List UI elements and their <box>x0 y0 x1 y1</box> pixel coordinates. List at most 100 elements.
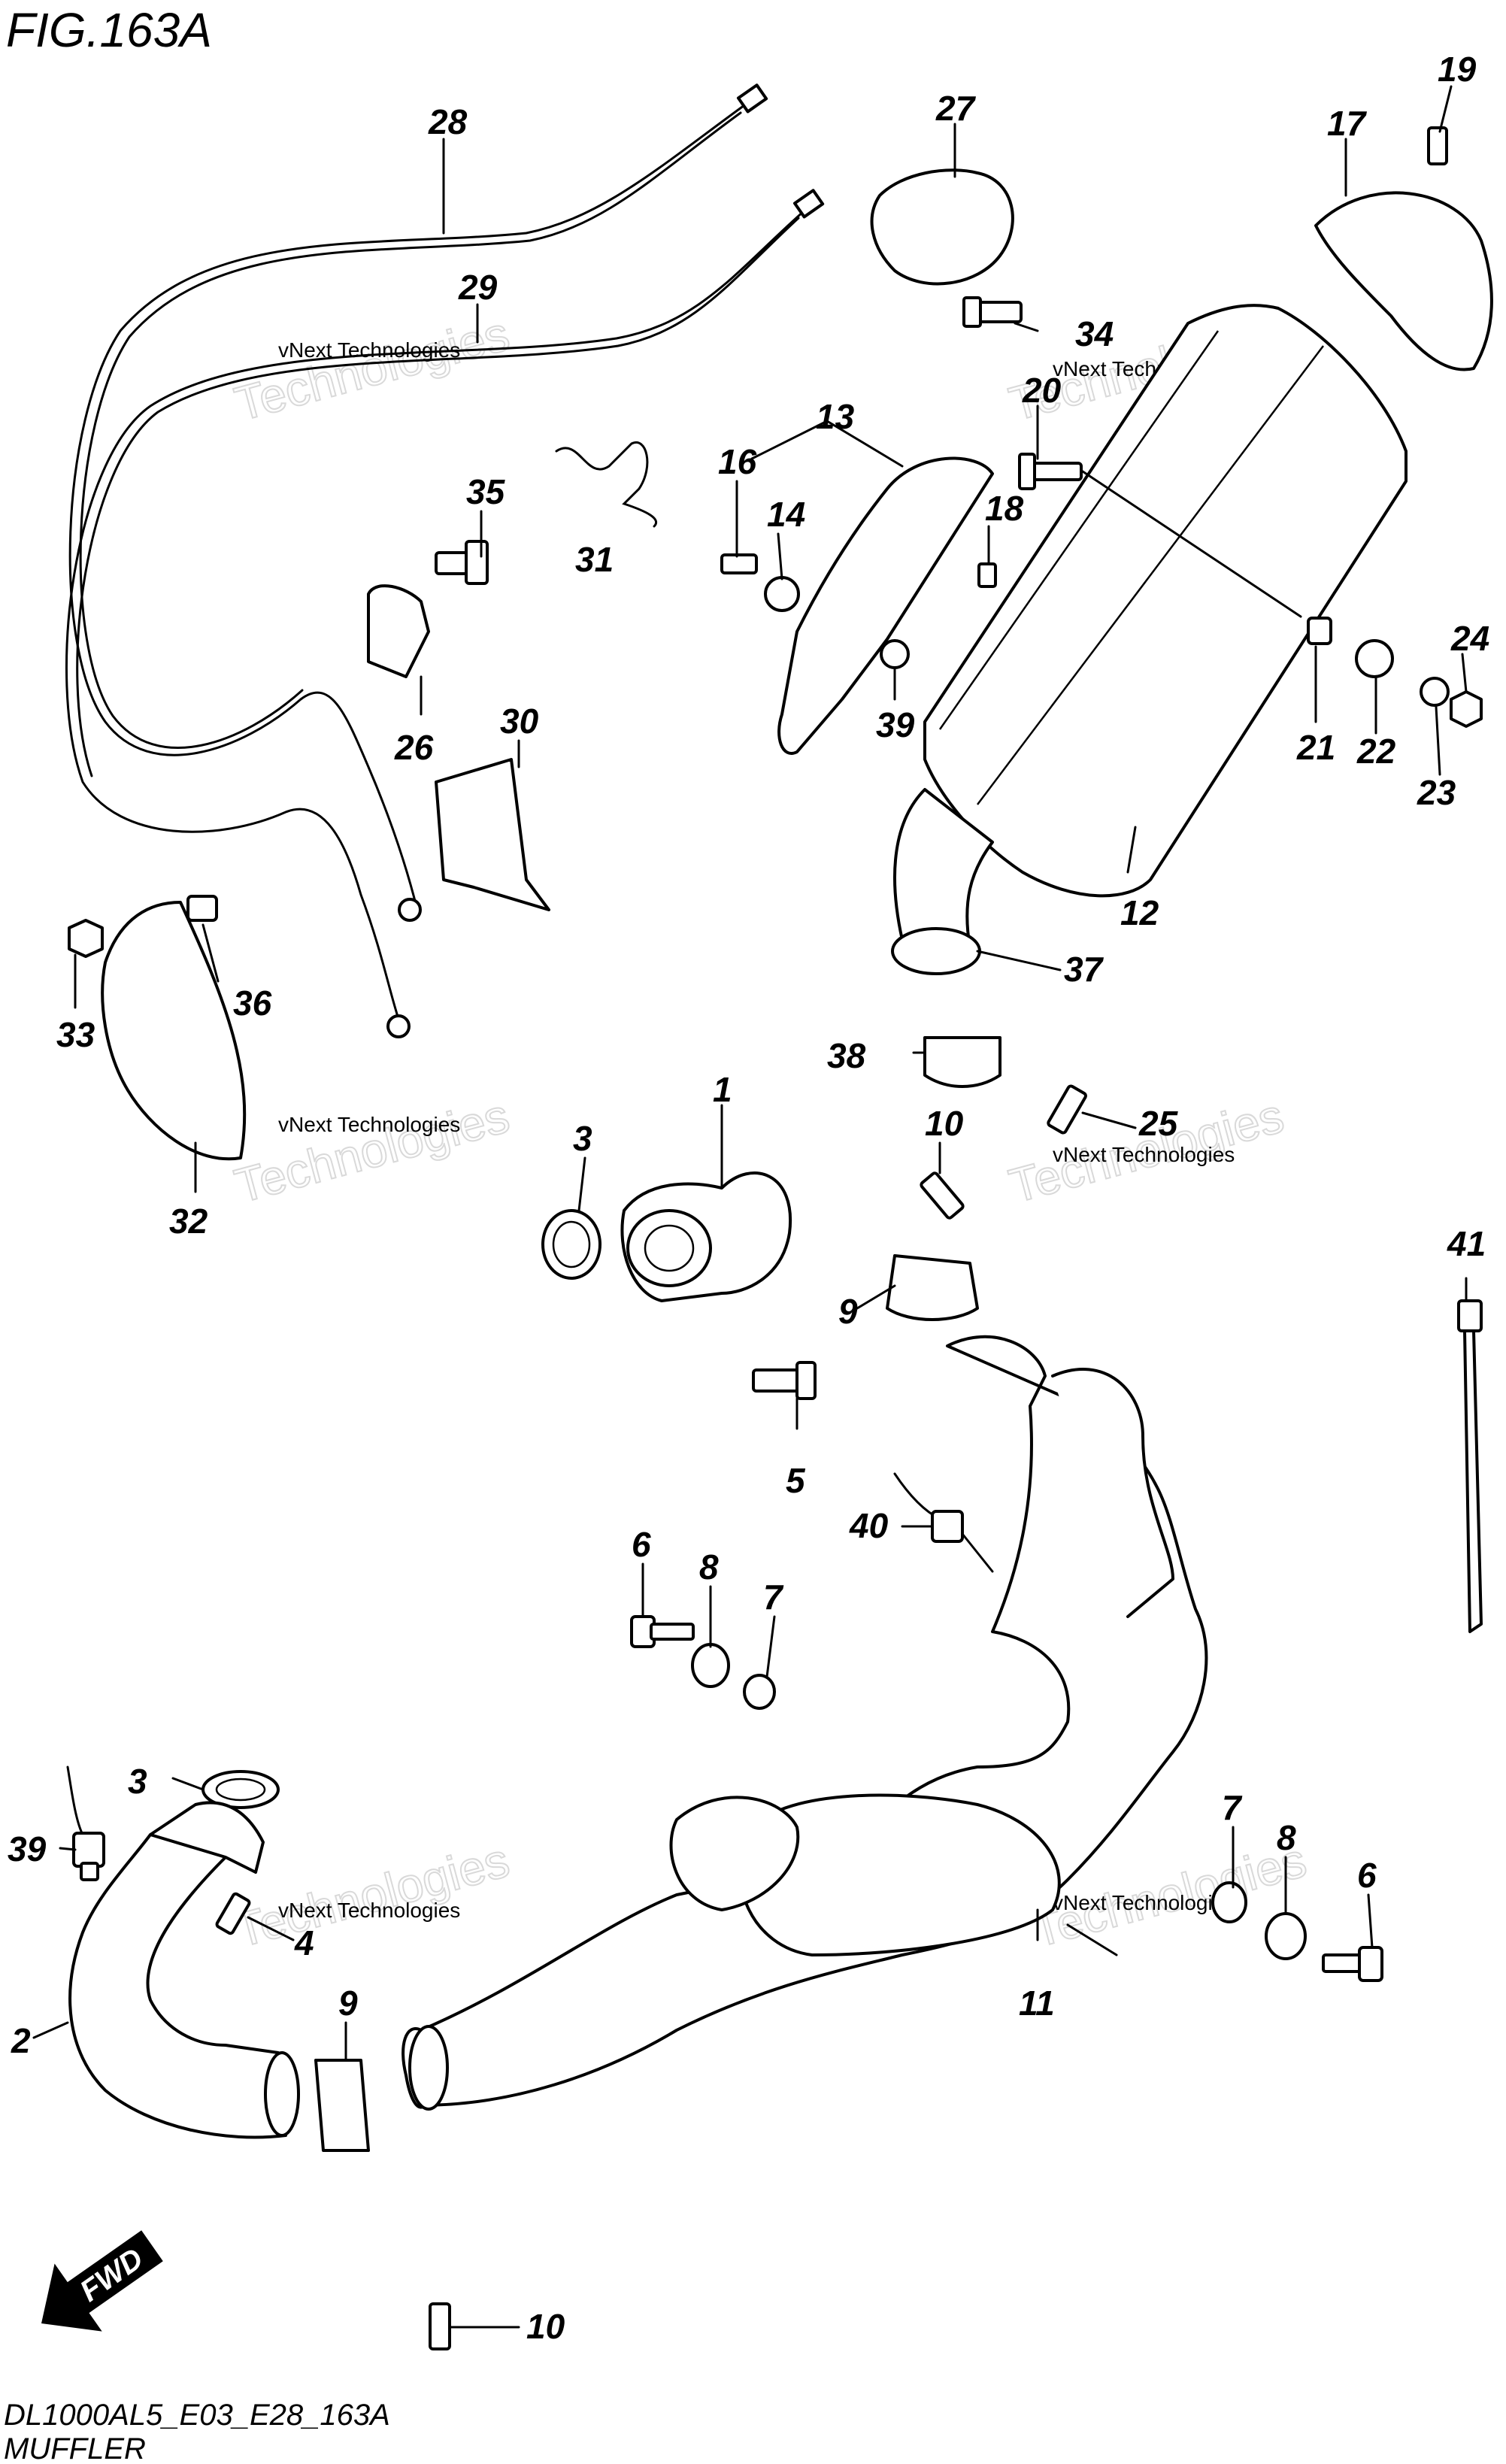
callout-32: 33 <box>56 1015 95 1054</box>
callout-7-right: 7 <box>1222 1788 1243 1827</box>
watermark-bottom-left: Technologies vNext Technologies <box>229 1832 515 1958</box>
callout-21: 22 <box>1356 732 1396 771</box>
callout-29: 30 <box>500 702 539 741</box>
callout-14: 14 <box>767 495 805 534</box>
callout-9-upper: 9 <box>838 1292 858 1331</box>
callout-6-left: 6 <box>632 1525 651 1564</box>
callout-10-lower: 10 <box>526 2307 565 2346</box>
part-11-silencer-box <box>738 1793 1061 1956</box>
callout-10-upper: 10 <box>925 1104 964 1143</box>
callout-3-upper: 3 <box>573 1119 592 1158</box>
callout-38: 39 <box>876 705 915 744</box>
part-16-end-cap <box>1314 191 1493 371</box>
callout-labels: 28 29 31 35 26 30 36 33 3 2 1 3 16 14 18 3… <box>8 50 1489 2346</box>
callout-27: 28 <box>428 102 468 141</box>
part-17-stud <box>977 562 997 588</box>
part-4-bolt <box>215 1892 251 1935</box>
callout-37: 38 <box>827 1036 866 1075</box>
callout-16: 17 <box>1327 104 1368 143</box>
callout-18: 19 <box>1438 50 1477 89</box>
part-36-clamp <box>891 927 981 975</box>
svg-text:Technologies: Technologies <box>229 1088 514 1213</box>
callout-11: 11 <box>1019 1984 1055 2023</box>
callout-17: 18 <box>985 489 1024 528</box>
callout-26: 27 <box>935 89 977 128</box>
part-25-bracket <box>367 584 430 678</box>
part-24-bolt <box>1047 1084 1087 1135</box>
part-40-sensor <box>893 1472 994 1573</box>
part-15-bolt <box>720 553 758 574</box>
watermark-mid-left: Technologies vNext Technologies <box>229 1087 515 1214</box>
callout-30: 31 <box>575 540 614 579</box>
part-9-sleeve-upper <box>886 1254 979 1321</box>
model-code: DL1000AL5_E03_E28_163A <box>4 2399 390 2432</box>
svg-text:vNext Technologies: vNext Technologies <box>278 338 460 362</box>
part-41-cable-tie <box>1457 1299 1483 1633</box>
part-20-bush <box>1307 617 1332 645</box>
svg-text:Technologies: Technologies <box>229 306 514 431</box>
callout-3-lower: 3 <box>128 1762 147 1801</box>
section-name: MUFFLER <box>4 2432 146 2464</box>
part-21-collar <box>1355 639 1394 678</box>
part-14-collar <box>764 576 800 612</box>
callout-15: 16 <box>718 442 757 481</box>
part-35-collar <box>186 895 218 922</box>
callout-8-left: 8 <box>699 1547 719 1587</box>
callout-35: 36 <box>233 983 272 1023</box>
fwd-arrow-icon: FWD <box>41 2230 163 2332</box>
part-12-muffler <box>923 304 1408 898</box>
throttle-cable-27 <box>68 83 768 922</box>
svg-text:vNext Technologies: vNext Technologies <box>1053 1143 1235 1166</box>
part-8-bush-left <box>691 1643 730 1688</box>
leader-lines <box>32 85 1468 2329</box>
part-10-bolt-upper <box>920 1171 965 1220</box>
part-22-washer <box>1420 677 1450 707</box>
callout-23: 24 <box>1450 619 1489 658</box>
part-7-collar-left <box>743 1674 776 1710</box>
callout-1: 1 <box>713 1070 732 1109</box>
watermark-top-left: Technologies vNext Technologies <box>229 305 515 432</box>
callout-20: 21 <box>1296 728 1335 767</box>
part-8-bush-right <box>1265 1912 1307 1960</box>
callout-40: 40 <box>849 1506 889 1545</box>
callout-9-lower: 9 <box>338 1984 358 2023</box>
callout-12: 12 <box>1120 893 1159 932</box>
part-31-cover <box>101 901 247 1161</box>
part-9-sleeve-lower <box>314 2059 370 2152</box>
callout-2: 2 <box>11 2021 31 2060</box>
callout-7-left: 7 <box>763 1578 784 1617</box>
part-3-gasket-upper <box>541 1209 601 1280</box>
callout-19: 20 <box>1022 371 1062 410</box>
part-7-collar-right <box>1211 1881 1247 1923</box>
part-6-bolt-left <box>630 1615 695 1648</box>
part-38-nut <box>880 639 910 669</box>
part-10-bolt-lower <box>429 2302 451 2350</box>
part-2-front-pipe <box>68 1827 287 2139</box>
callout-8-right: 8 <box>1277 1818 1296 1857</box>
callout-22: 23 <box>1417 773 1456 812</box>
callout-28: 29 <box>458 268 498 307</box>
svg-text:vNext Technologies: vNext Technologies <box>278 1899 460 1922</box>
svg-text:Technologies: Technologies <box>229 1832 514 1957</box>
part-33-bolt <box>962 296 1023 328</box>
part-13-guard <box>777 456 994 755</box>
throttle-cable-28 <box>65 189 825 1038</box>
part-19-bolt <box>1018 453 1083 490</box>
part-34-bolt <box>435 540 489 585</box>
svg-text:vNext Technologies: vNext Technologies <box>278 1113 460 1136</box>
figure-title: FIG.163A <box>6 3 212 57</box>
part-5-bolt <box>752 1361 817 1400</box>
callout-33: 34 <box>1075 314 1114 353</box>
part-37-gasket <box>923 1036 1001 1088</box>
callout-5: 5 <box>786 1461 806 1500</box>
part-23-nut <box>1450 690 1483 728</box>
callout-41: 41 <box>1447 1224 1486 1263</box>
part-18-screw <box>1427 126 1448 165</box>
part-39-sensor <box>66 1765 105 1881</box>
callout-25: 26 <box>394 728 434 767</box>
callout-34: 35 <box>466 472 506 511</box>
callout-4: 4 <box>294 1923 314 1962</box>
part-6-bolt-right <box>1322 1946 1383 1982</box>
callout-39: 39 <box>8 1829 47 1868</box>
